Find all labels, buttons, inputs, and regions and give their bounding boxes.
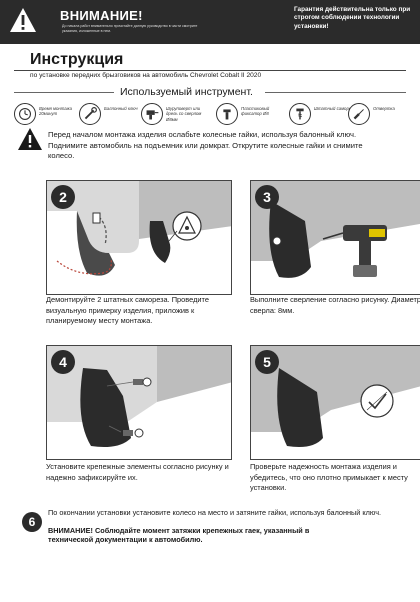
notice-text: Перед началом монтажа изделия ослабьте к… bbox=[48, 130, 363, 161]
final-instruction: По окончании установки установите колесо… bbox=[48, 508, 382, 517]
step-4-panel: 4 bbox=[46, 345, 232, 460]
step-6-number: 6 bbox=[22, 512, 42, 532]
tool-label: Пластиковый фиксатор Ø8 bbox=[241, 106, 270, 117]
step-number: 5 bbox=[255, 350, 279, 374]
warning-icon bbox=[10, 8, 36, 32]
warning-icon bbox=[18, 128, 42, 150]
final-warning: ВНИМАНИЕ! Соблюдайте момент затяжки креп… bbox=[48, 526, 310, 545]
wrench-icon bbox=[79, 103, 101, 125]
guarantee-text: Гарантия действительна только при строго… bbox=[294, 6, 411, 30]
screw-icon bbox=[289, 103, 311, 125]
clock-icon bbox=[14, 103, 36, 125]
step-2-panel: 2 bbox=[46, 180, 232, 295]
step-5-panel: 5 bbox=[250, 345, 420, 460]
screwdriver-icon bbox=[348, 103, 370, 125]
tool-label: Штатный саморез bbox=[314, 106, 354, 111]
step-number: 3 bbox=[255, 185, 279, 209]
clip-icon bbox=[216, 103, 238, 125]
tools-divider-right bbox=[265, 92, 406, 93]
warning-title: ВНИМАНИЕ! bbox=[60, 8, 143, 23]
step-5-caption: Проверьте надежность монтажа изделия и у… bbox=[250, 462, 408, 492]
title-divider bbox=[14, 70, 406, 71]
step-3-caption: Выполните сверление согласно рисунку. Ди… bbox=[250, 295, 420, 315]
warning-text: До начала работ внимательно прочитайте д… bbox=[62, 24, 198, 33]
tools-divider-left bbox=[14, 92, 114, 93]
header-bar: ВНИМАНИЕ! До начала работ внимательно пр… bbox=[0, 0, 420, 44]
step-3-panel: 3 bbox=[250, 180, 420, 295]
tools-title: Используемый инструмент. bbox=[120, 86, 253, 98]
drill-icon bbox=[141, 103, 163, 125]
tool-label: Шуруповерт или дрель со сверлом Ø8мм bbox=[166, 106, 202, 122]
tool-label: Время монтажа 20минут bbox=[39, 106, 72, 117]
page-title: Инструкция bbox=[30, 51, 124, 68]
tool-label: Отвертка bbox=[373, 106, 395, 111]
tool-label: Баллонный ключ bbox=[104, 106, 138, 111]
step-4-caption: Установите крепежные элементы согласно р… bbox=[46, 462, 229, 482]
step-5-illustration bbox=[251, 346, 420, 447]
step-3-illustration bbox=[251, 181, 420, 278]
step-2-caption: Демонтируйте 2 штатных самореза. Проведи… bbox=[46, 295, 209, 325]
step-number: 4 bbox=[51, 350, 75, 374]
step-number: 2 bbox=[51, 185, 75, 209]
page-subtitle: по установке передних брызговиков на авт… bbox=[30, 72, 262, 79]
